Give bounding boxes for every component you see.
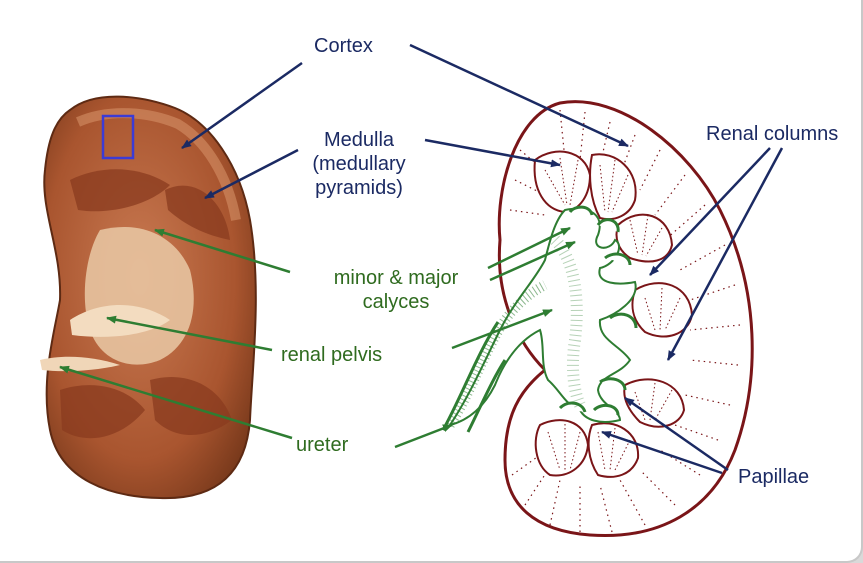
medulla-arrows xyxy=(204,138,561,200)
arrow-ureter-left xyxy=(59,365,293,440)
pyramid-6 xyxy=(534,419,590,477)
arrow-medulla-right xyxy=(424,138,561,168)
arrow-ureter-right xyxy=(394,423,453,449)
label-cortex: Cortex xyxy=(314,35,373,57)
kidney-line-drawing xyxy=(441,100,754,538)
highlight-box xyxy=(101,114,135,160)
label-renal-pelvis: renal pelvis xyxy=(281,344,383,366)
renal-columns-arrows xyxy=(649,147,784,361)
arrow-pelvis-right xyxy=(451,308,553,350)
pyramid-lower xyxy=(60,385,145,439)
arrow-cortex-left xyxy=(181,61,303,150)
label-medulla-line3: pyramids) xyxy=(315,177,403,199)
pyramids xyxy=(533,150,694,478)
arrow-calyces-left xyxy=(154,228,291,274)
label-ureter: ureter xyxy=(296,434,349,456)
arrow-calyces-right-2 xyxy=(489,240,576,282)
pyramid-upper xyxy=(70,169,170,212)
arrow-column-1 xyxy=(649,147,771,276)
label-medulla-line1: Medulla xyxy=(323,129,395,151)
arrow-papilla-2 xyxy=(601,430,723,475)
arrow-cortex-right xyxy=(409,43,629,148)
label-calyces-line1: minor & major xyxy=(333,267,459,289)
arrow-medulla-left xyxy=(204,148,299,200)
arrow-pelvis-left xyxy=(106,315,273,352)
pyramid-striations xyxy=(544,157,681,471)
cortex-dots xyxy=(509,109,741,533)
calyx-cups xyxy=(558,205,638,416)
pyramid-upper-right xyxy=(165,185,230,240)
label-renal-columns: Renal columns xyxy=(706,123,839,145)
kidney-specimen-photo xyxy=(40,95,257,500)
arrow-calyces-right-1 xyxy=(487,226,571,270)
ureter-wall-inner xyxy=(466,359,507,433)
label-papillae: Papillae xyxy=(738,466,810,488)
cortex-arrows xyxy=(181,43,629,150)
pyramid-2 xyxy=(589,153,637,220)
green-arrows xyxy=(59,226,576,449)
papillae-arrows xyxy=(601,396,729,475)
pyramid-4 xyxy=(631,282,694,338)
label-calyces: minor & major calyces xyxy=(316,266,476,314)
pyramid-1 xyxy=(533,150,592,214)
label-medulla-line2: (medullary xyxy=(312,153,406,175)
label-calyces-line2: calyces xyxy=(362,291,430,313)
sinus-dots xyxy=(550,235,586,408)
arrow-column-2 xyxy=(666,147,784,361)
arrow-papilla-1 xyxy=(624,396,729,472)
pyramid-7 xyxy=(587,422,640,478)
cortex-rim xyxy=(75,108,241,221)
label-medulla: Medulla (medullary pyramids) xyxy=(300,128,418,200)
